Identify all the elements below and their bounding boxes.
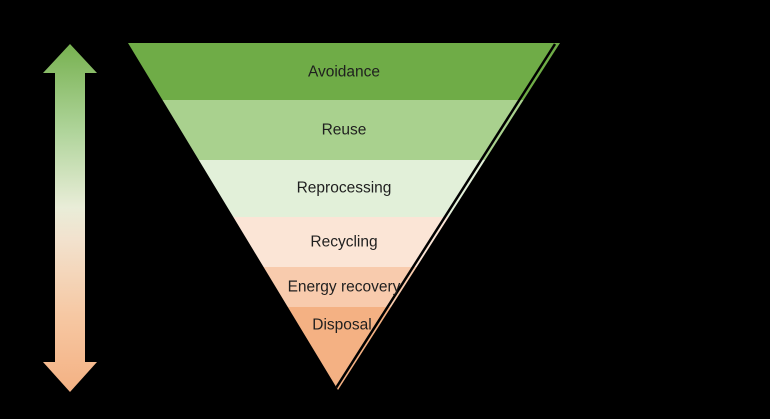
pyramid-label-energy-recovery: Energy recovery [288, 279, 401, 296]
pyramid-label-reprocessing: Reprocessing [297, 180, 392, 197]
preference-gradient-arrow-icon [43, 44, 97, 392]
pyramid-label-avoidance: Avoidance [308, 64, 380, 81]
pyramid-label-reuse: Reuse [322, 122, 367, 139]
pyramid [128, 43, 560, 390]
pyramid-level-avoidance [128, 43, 560, 100]
pyramid-labels: Avoidance Reuse Reprocessing Recycling E… [288, 64, 401, 334]
pyramid-right-shadow-line [334, 43, 557, 389]
pyramid-label-disposal: Disposal [312, 317, 371, 334]
pyramid-label-recycling: Recycling [310, 234, 377, 251]
